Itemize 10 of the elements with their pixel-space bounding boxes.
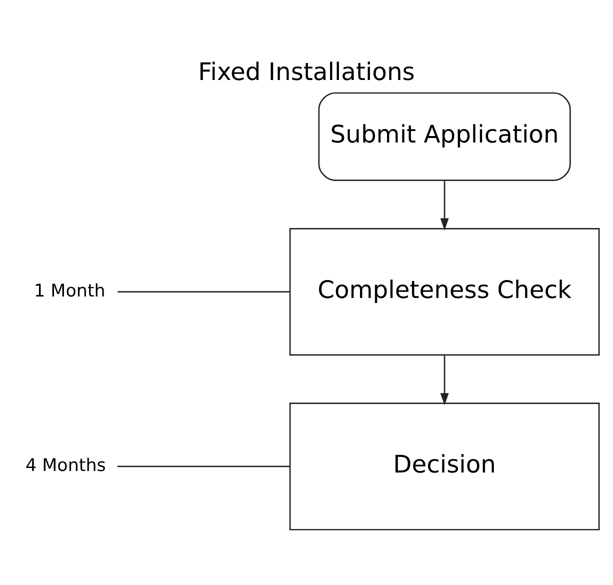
connector xyxy=(118,291,290,292)
connector xyxy=(117,466,290,468)
node-text: 1 Month xyxy=(34,281,106,302)
diagram-title: Fixed Installations xyxy=(198,58,415,86)
arrow xyxy=(440,355,449,406)
node-box: Decision xyxy=(289,402,600,530)
node-box: Submit Application xyxy=(318,92,571,181)
node-text: 4 Months xyxy=(25,456,106,476)
arrow xyxy=(440,180,449,230)
node-box: Completeness Check xyxy=(289,228,600,356)
